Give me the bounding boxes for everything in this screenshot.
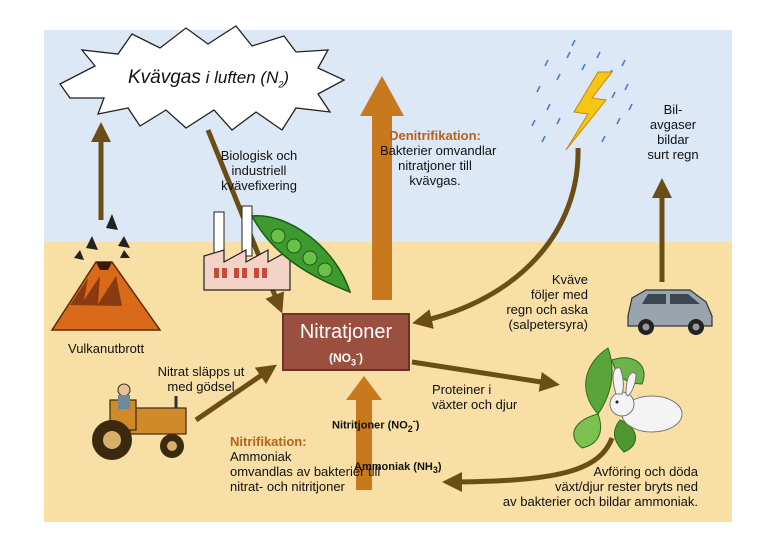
label-line: Proteiner i [432,382,492,397]
arrow-nitrification [346,376,382,490]
label-line: industriell [231,163,287,178]
car-illustration [627,289,713,335]
arrow-fertilizer [194,364,277,423]
label-line: Nitrat släpps ut [157,364,245,379]
arrow-rain-to-nitrat [412,147,581,329]
rain-drops [531,39,633,143]
tractor-illustration [92,383,187,460]
denitrifikation-heading: Denitrifikation: [389,128,481,143]
label-line: nitratjoner till [398,158,472,173]
label-line: av bakterier och bildar ammoniak. [502,494,698,509]
ammoniak-sub: 3 [432,465,438,476]
label-line: (salpetersyra) [508,317,588,332]
nitratjoner-box: Nitratjoner (NO3-) [282,313,410,371]
label-line: Bakterier omvandlar [380,143,497,158]
formula-sup: - [356,349,359,359]
nitrit-post: ) [415,419,420,432]
volcano-illustration [50,214,162,331]
cloud-title-rest: i luften (N [200,68,279,87]
cloud-starburst [59,25,346,131]
cloud-title-sub: 2 [278,79,284,90]
label-line: regn och aska [506,302,588,317]
label-line: Ammoniak [230,449,292,464]
label-line: omvandlas av bakterier till [230,464,381,479]
label-vulkan: Vulkanutbrott [68,341,145,356]
label-denitrifikation: Denitrifikation: Bakterier omvandlar nit… [380,128,497,188]
arrow-decomposition [442,437,615,492]
nitratjoner-formula: (NO3-) [284,346,408,370]
nitrifikation-heading: Nitrifikation: [230,434,307,449]
arrow-to-proteins [411,359,560,392]
label-line: avgaser [649,117,697,132]
label-line: följer med [530,287,588,302]
label-biologisk: Biologisk och industriell kvävefixering [204,148,314,193]
pea-pod-illustration [250,215,352,294]
lightning-bolt [565,71,614,151]
label-bilavgaser: Bil- avgaser bildar surt regn [640,102,706,162]
label-line: surt regn [647,147,699,162]
nitrit-sup: - [412,416,416,426]
nitrit-sub: 2 [407,423,413,434]
factory-illustration [203,205,291,291]
label-line: bildar [657,132,689,147]
label-proteiner: Proteiner i växter och djur [432,382,517,412]
label-line: med gödsel [167,379,235,394]
plants-and-rabbit-illustration [573,347,683,453]
arrow-denitrification [360,76,404,300]
cloud-title: Kvävgas i luften (N2) [128,68,289,94]
label-avforing: Avföring och döda växt/djur rester bryts… [486,464,698,509]
nitrit-pre: Nitritjoner (NO [332,419,408,432]
label-line: Kväve [551,272,588,287]
label-line: växter och djur [432,397,518,412]
label-line: Bil- [663,102,683,117]
label-nitrat-slapps: Nitrat släpps ut med gödsel [146,364,256,394]
label-line: kvävgas. [409,173,461,188]
label-line: nitrat- och nitritjoner [230,479,345,494]
label-line: Biologisk och [220,148,298,163]
label-kvave-regn: Kväve följer med regn och aska (salpeter… [488,272,588,332]
label-line: kvävefixering [221,178,297,193]
formula-sub: 3 [350,357,356,368]
label-ammoniak: Ammoniak (NH3) [354,460,442,478]
cloud-title-close: ) [283,68,290,87]
formula-pre: (NO [328,351,351,365]
ammoniak-pre: Ammoniak (NH [354,461,433,473]
formula-post: ) [359,351,363,365]
label-nitrifikation: Nitrifikation: Ammoniak omvandlas av bak… [230,434,380,494]
label-line: växt/djur rester bryts ned [554,479,698,494]
ammoniak-post: ) [437,461,442,473]
label-line: Avföring och döda [593,464,698,479]
label-nitritjoner: Nitritjoner (NO2-) [332,414,419,437]
nitratjoner-title: Nitratjoner [299,321,393,343]
cloud-title-main: Kvävgas [128,67,201,88]
